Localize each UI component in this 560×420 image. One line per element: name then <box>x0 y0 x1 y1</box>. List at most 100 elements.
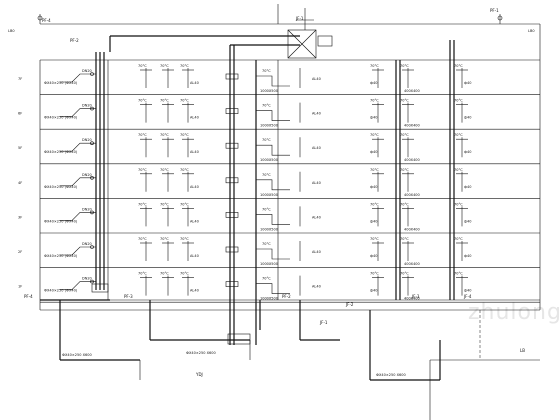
right-small-label: ф40 <box>464 81 471 85</box>
valve-label: 70°C <box>138 64 147 68</box>
riser-label: AL40 <box>312 77 321 81</box>
valve-label: 70°C <box>262 69 271 73</box>
right-duct-label: 400X400 <box>404 124 420 128</box>
bottom-jf-e-label: JF-3 <box>411 294 420 299</box>
floor-label: 6F <box>18 112 22 116</box>
left-branch-label: DN20 <box>82 69 92 73</box>
valve-label: 70°C <box>400 202 409 206</box>
top-box-left-label: LB0 <box>8 29 15 33</box>
valve-label: 70°C <box>262 104 271 108</box>
riser-label: AL40 <box>312 146 321 150</box>
valve-label: 70°C <box>160 64 169 68</box>
left-branch-label: DN20 <box>82 207 92 211</box>
floor-label: 7F <box>18 77 22 81</box>
left-branch-note: ФX40×250 (ФX40) <box>44 150 78 154</box>
valve-label: 70°C <box>454 272 463 276</box>
left-branch-note: ФX40×250 (ФX40) <box>44 116 78 120</box>
bottom-pf-b-label: PF-2 <box>282 294 291 299</box>
right-duct-label: 400X400 <box>404 158 420 162</box>
valve-label: 70°C <box>454 99 463 103</box>
floor-label: 1F <box>18 285 22 289</box>
right-small-label: ф40 <box>464 219 471 223</box>
valve-label: 70°C <box>160 168 169 172</box>
main-risers <box>95 40 455 345</box>
left-branch-label: DN20 <box>82 277 92 281</box>
left-branch-note: ФX40×250 (ФX40) <box>44 185 78 189</box>
right-small-label: ф40 <box>370 81 377 85</box>
floor-label: 3F <box>18 215 22 219</box>
valve-label: 70°C <box>262 242 271 246</box>
valve-label: 70°C <box>180 202 189 206</box>
riser-label: AL40 <box>190 185 199 189</box>
right-small-label: ф40 <box>464 116 471 120</box>
valve-label: 70°C <box>370 64 379 68</box>
riser-label: AL40 <box>190 254 199 258</box>
right-small-label: ф40 <box>464 185 471 189</box>
valve-label: 70°C <box>370 237 379 241</box>
bottom-jf-c-label: JF-1 <box>319 320 328 325</box>
valve-label: 70°C <box>180 99 189 103</box>
right-duct-label: 400X400 <box>404 262 420 266</box>
valve-label: 70°C <box>138 168 147 172</box>
top-pf-mid-label: PF-2 <box>70 38 79 43</box>
valve-label: 70°C <box>454 133 463 137</box>
bottom-duct-c-label: ФX40×250 X600 <box>376 373 406 377</box>
right-small-label: ф40 <box>370 219 377 223</box>
mid-duct-label: 1000X500 <box>260 89 278 93</box>
valve-label: 70°C <box>400 99 409 103</box>
right-duct-label: 400X400 <box>404 297 420 301</box>
bottom-jf-f-label: JF-4 <box>463 294 472 299</box>
watermark: zhulong <box>468 300 560 325</box>
mid-duct-label: 1000X500 <box>260 193 278 197</box>
valve-label: 70°C <box>400 272 409 276</box>
valve-label: 70°C <box>370 168 379 172</box>
bottom-duct-b-label: ФX40×250 X600 <box>186 351 216 355</box>
right-small-label: ф40 <box>370 254 377 258</box>
valve-label: 70°C <box>454 202 463 206</box>
bottom-pf-a-label: PF-3 <box>124 294 133 299</box>
right-small-label: ф40 <box>370 289 377 293</box>
valve-label: 70°C <box>160 133 169 137</box>
riser-label: AL40 <box>312 181 321 185</box>
mid-duct-label: 1000X500 <box>260 124 278 128</box>
valve-label: 70°C <box>180 168 189 172</box>
valve-label: 70°C <box>370 133 379 137</box>
right-small-label: ф40 <box>464 254 471 258</box>
left-branch-note: ФX40×250 (ФX40) <box>44 81 78 85</box>
valve-label: 70°C <box>454 64 463 68</box>
valve-label: 70°C <box>262 173 271 177</box>
valve-label: 70°C <box>138 272 147 276</box>
right-small-label: ф40 <box>370 116 377 120</box>
riser-label: AL40 <box>312 285 321 289</box>
valve-label: 70°C <box>400 64 409 68</box>
bottom-mid-text: YDJ <box>195 372 203 377</box>
left-branch-label: DN20 <box>82 138 92 142</box>
mid-duct-label: 1000X500 <box>260 297 278 301</box>
valve-label: 70°C <box>138 202 147 206</box>
top-pf-right-label: PF-1 <box>490 8 499 13</box>
left-branch-label: DN20 <box>82 173 92 177</box>
bottom-jf-d-label: JF-2 <box>345 302 354 307</box>
floor-label: 2F <box>18 250 22 254</box>
valve-label: 70°C <box>454 237 463 241</box>
valve-label: 70°C <box>180 237 189 241</box>
building-frame <box>39 4 541 310</box>
valve-label: 70°C <box>180 133 189 137</box>
floor-branch-group: ФX40×250 (ФX40) DN20 70°C 70°C 70°C AL40 70°C 1… <box>44 64 471 93</box>
valve-label: 70°C <box>370 272 379 276</box>
riser-label: AL40 <box>312 250 321 254</box>
valve-label: 70°C <box>180 64 189 68</box>
top-pf-left-label: PF-4 <box>42 18 51 23</box>
riser-label: AL40 <box>190 116 199 120</box>
valve-label: 70°C <box>138 133 147 137</box>
valve-label: 70°C <box>370 99 379 103</box>
floor-label: 4F <box>18 181 22 185</box>
valve-label: 70°C <box>370 202 379 206</box>
valve-label: 70°C <box>180 272 189 276</box>
bottom-duct-a-label: ФX40×250 X600 <box>62 353 92 357</box>
